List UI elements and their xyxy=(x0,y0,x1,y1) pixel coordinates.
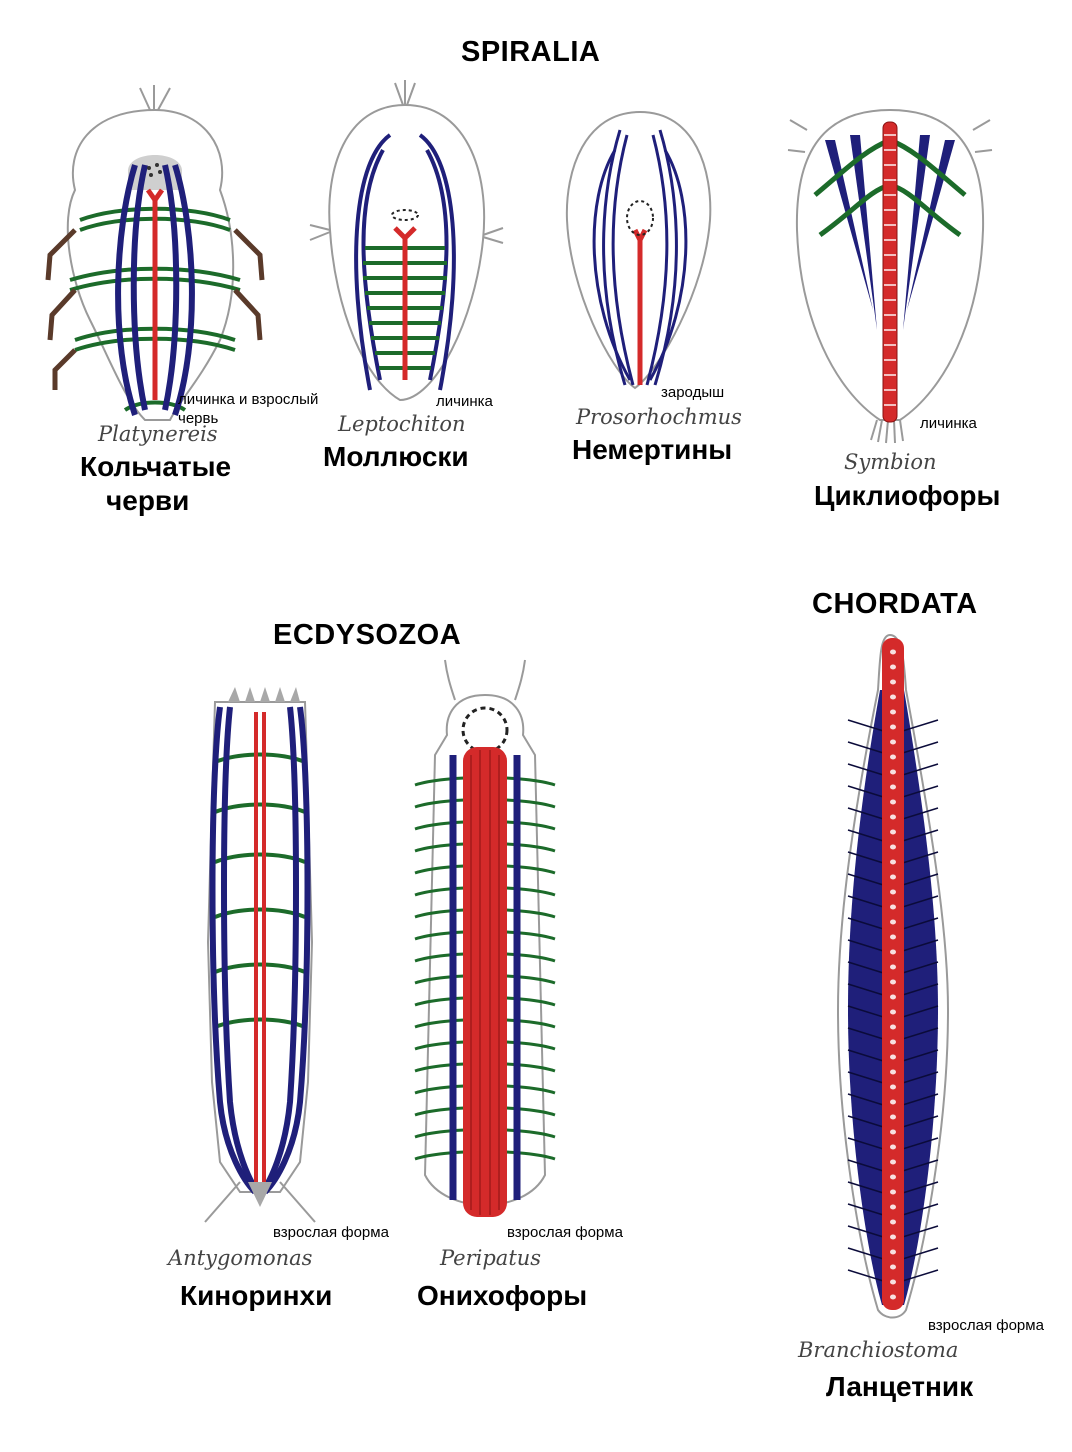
branchiostoma-latin-name: Branchiostoma xyxy=(798,1338,959,1362)
prosorhochmus-diagram xyxy=(565,110,712,390)
symbion-diagram xyxy=(787,108,993,444)
branchiostoma-common-name: Ланцетник xyxy=(826,1371,974,1402)
notochord-segment xyxy=(890,709,896,715)
group-title-chordata: CHORDATA xyxy=(812,588,978,620)
notochord-segment xyxy=(890,754,896,760)
notochord-segment xyxy=(890,1039,896,1045)
antygomonas-common-name: Киноринхи xyxy=(180,1280,333,1311)
notochord-segment xyxy=(890,1294,896,1300)
notochord-segment xyxy=(890,1024,896,1030)
group-title-spiralia: SPIRALIA xyxy=(461,36,601,68)
peripatus-common-name: Онихофоры xyxy=(417,1280,588,1311)
antygomonas-diagram xyxy=(204,687,316,1223)
notochord-segment xyxy=(890,1219,896,1225)
notochord-segment xyxy=(890,829,896,835)
branchiostoma-diagram xyxy=(836,633,950,1319)
notochord-segment xyxy=(890,1174,896,1180)
notochord-segment xyxy=(890,919,896,925)
notochord-segment xyxy=(890,994,896,1000)
notochord-segment xyxy=(890,739,896,745)
notochord-segment xyxy=(890,844,896,850)
notochord-segment xyxy=(890,724,896,730)
notochord-segment xyxy=(890,1234,896,1240)
symbion-latin-name: Symbion xyxy=(844,450,937,474)
symbion-common-name: Циклиофоры xyxy=(814,480,1001,511)
notochord-segment xyxy=(890,904,896,910)
antygomonas-latin-name: Antygomonas xyxy=(168,1246,313,1270)
platynereis-diagram xyxy=(45,85,265,421)
notochord-segment xyxy=(890,1159,896,1165)
antygomonas-stage: взрослая форма xyxy=(273,1224,389,1241)
notochord-segment xyxy=(890,859,896,865)
notochord-segment xyxy=(890,694,896,700)
notochord-segment xyxy=(890,814,896,820)
notochord-segment xyxy=(890,1129,896,1135)
notochord-segment xyxy=(890,649,896,655)
prosorhochmus-latin-name: Prosorhochmus xyxy=(576,405,742,429)
platynereis-latin-name: Platynereis xyxy=(98,422,218,446)
notochord-segment xyxy=(890,1279,896,1285)
notochord-segment xyxy=(890,1069,896,1075)
platynereis-common-name-line1: Кольчатые xyxy=(80,451,232,482)
notochord-segment xyxy=(890,1009,896,1015)
notochord-segment xyxy=(890,784,896,790)
notochord-segment xyxy=(890,889,896,895)
notochord-segment xyxy=(890,874,896,880)
peripatus-latin-name: Peripatus xyxy=(440,1246,542,1270)
notochord-segment xyxy=(890,679,896,685)
prosorhochmus-stage: зародыш xyxy=(661,384,725,401)
notochord-segment xyxy=(890,1099,896,1105)
branchiostoma-stage: взрослая форма xyxy=(928,1317,1044,1334)
notochord-segment xyxy=(890,1204,896,1210)
leptochiton-common-name: Моллюски xyxy=(323,441,469,472)
branchiostoma-notochord-segments xyxy=(890,649,896,1300)
platynereis-stage-line2: червь xyxy=(178,410,219,427)
notochord-segment xyxy=(890,799,896,805)
prosorhochmus-common-name: Немертины xyxy=(572,434,733,465)
notochord-segment xyxy=(890,769,896,775)
leptochiton-diagram xyxy=(309,80,504,402)
leptochiton-latin-name: Leptochiton xyxy=(338,412,466,436)
notochord-segment xyxy=(890,949,896,955)
peripatus-diagram xyxy=(414,659,556,1217)
notochord-segment xyxy=(890,934,896,940)
notochord-segment xyxy=(890,1054,896,1060)
symbion-stage: личинка xyxy=(920,415,977,432)
peripatus-stage: взрослая форма xyxy=(507,1224,623,1241)
notochord-segment xyxy=(890,1144,896,1150)
notochord-segment xyxy=(890,1189,896,1195)
notochord-segment xyxy=(890,979,896,985)
notochord-segment xyxy=(890,1114,896,1120)
symbion-ventral-chain xyxy=(882,121,898,423)
notochord-segment xyxy=(890,964,896,970)
notochord-segment xyxy=(890,1264,896,1270)
platynereis-common-name-line2: черви xyxy=(106,485,190,516)
notochord-segment xyxy=(890,1084,896,1090)
leptochiton-stage: личинка xyxy=(436,393,493,410)
notochord-segment xyxy=(890,664,896,670)
notochord-segment xyxy=(890,1249,896,1255)
group-title-ecdysozoa: ECDYSOZOA xyxy=(273,619,462,651)
platynereis-stage-line1: личинка и взрослый xyxy=(178,391,319,408)
